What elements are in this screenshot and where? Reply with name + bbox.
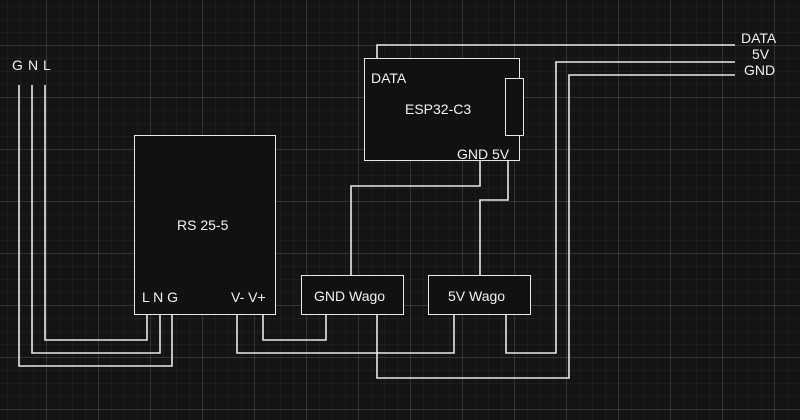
gnd-wago-box[interactable]: GND Wago [301,275,404,315]
wire-l [44,85,148,341]
power-supply-box[interactable]: RS 25-5 L N G V- V+ [134,135,276,315]
wire-gnd-out [376,74,735,379]
input-label-n: N [28,57,39,73]
output-label-gnd: GND [744,62,776,78]
output-label-data: DATA [741,30,777,46]
v5-wago-title: 5V Wago [448,288,506,304]
esp32-title: ESP32-C3 [405,101,472,117]
v5-wago-box[interactable]: 5V Wago [428,275,531,315]
power-supply-title: RS 25-5 [177,217,229,233]
wire-data-out [376,44,735,58]
esp32-power-pins-label: GND 5V [457,146,510,162]
resistor [505,78,524,136]
esp32-data-pin-label: DATA [371,70,407,86]
power-supply-ac-pins: L N G [142,289,179,305]
input-label-g: G [12,57,23,73]
wire-v-minus [236,314,455,354]
wire-5v-out [505,61,735,354]
wire-v-plus [262,314,327,341]
output-label-5v: 5V [752,46,770,62]
wire-esp-gnd [350,160,481,275]
power-supply-dc-pins: V- V+ [231,289,266,305]
input-label-l: L [43,57,51,73]
wire-n [31,85,161,354]
wire-esp-5v [479,160,509,275]
wire-g [18,85,173,367]
esp32-box[interactable]: DATA ESP32-C3 GND 5V [364,58,520,161]
gnd-wago-title: GND Wago [314,288,386,304]
